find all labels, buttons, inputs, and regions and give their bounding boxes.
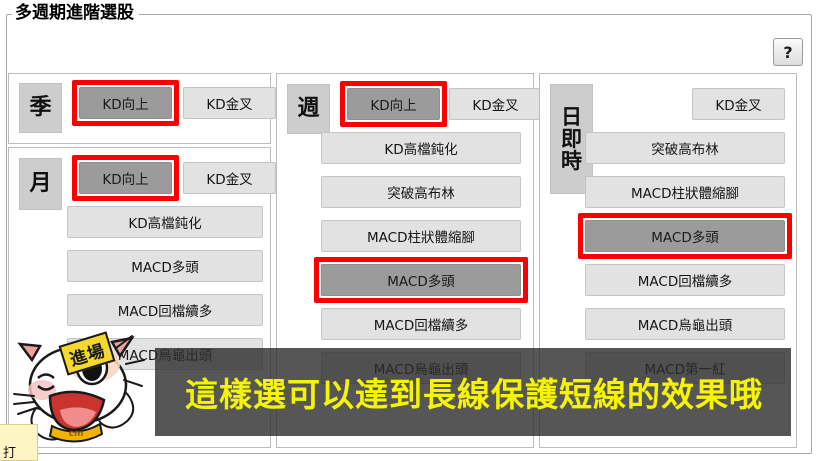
option-week-kd-high-blunt[interactable]: KD高檔鈍化 (321, 132, 521, 164)
option-month-macd-pullback-bullish[interactable]: MACD回檔續多 (67, 294, 263, 326)
caption-overlay-bar (155, 348, 791, 436)
option-month-kd-up[interactable]: KD向上 (79, 162, 172, 194)
option-month-kd-golden-cross[interactable]: KD金叉 (183, 162, 276, 194)
option-day-macd-turtle-head[interactable]: MACD烏龜出頭 (585, 308, 785, 340)
option-season-kd-up[interactable]: KD向上 (79, 87, 172, 119)
option-week-break-upper-bollinger[interactable]: 突破高布林 (321, 176, 521, 208)
option-day-break-upper-bollinger[interactable]: 突破高布林 (585, 132, 785, 164)
option-season-kd-golden-cross[interactable]: KD金叉 (183, 87, 276, 119)
period-label-season: 季 (19, 83, 62, 133)
option-week-kd-up[interactable]: KD向上 (347, 88, 440, 120)
panel-season: 季 KD向上 KD金叉 (8, 73, 276, 144)
option-week-macd-pullback-bullish[interactable]: MACD回檔續多 (321, 308, 521, 340)
page-title: 多週期進階選股 (12, 2, 139, 24)
help-button[interactable]: ? (773, 38, 803, 66)
option-week-macd-bullish[interactable]: MACD多頭 (321, 264, 521, 296)
period-label-week: 週 (287, 84, 330, 134)
period-label-day-char-2: 即 (561, 126, 582, 151)
option-month-kd-high-blunt[interactable]: KD高檔鈍化 (67, 206, 263, 238)
period-label-month: 月 (19, 158, 62, 210)
option-day-macd-pullback-bullish[interactable]: MACD回檔續多 (585, 264, 785, 296)
option-week-kd-golden-cross[interactable]: KD金叉 (449, 88, 542, 120)
option-week-macd-bar-shrink[interactable]: MACD柱狀體縮腳 (321, 220, 521, 252)
period-label-day-char-1: 日 (561, 104, 582, 129)
period-label-day-char-3: 時 (561, 149, 582, 174)
sticky-note: 打 (0, 424, 38, 461)
option-month-macd-bullish[interactable]: MACD多頭 (67, 250, 263, 282)
option-day-macd-bullish[interactable]: MACD多頭 (585, 220, 785, 252)
option-day-macd-bar-shrink[interactable]: MACD柱狀體縮腳 (585, 176, 785, 208)
option-day-kd-golden-cross[interactable]: KD金叉 (692, 88, 785, 120)
